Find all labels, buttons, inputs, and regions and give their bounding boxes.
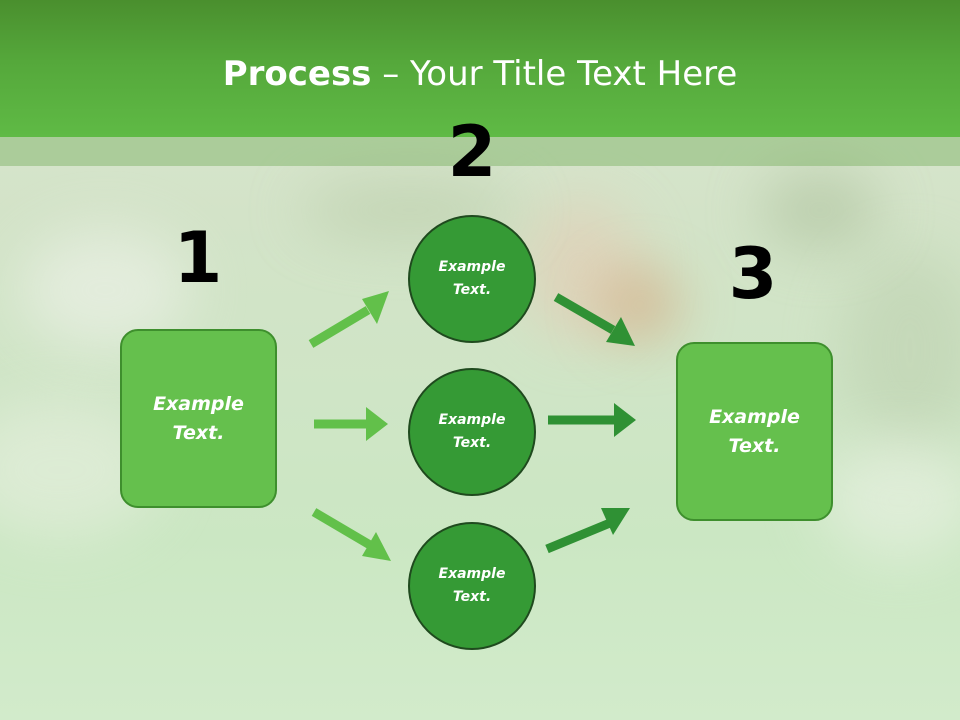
header-band [0, 137, 960, 166]
arrow-from-bottom-circle [545, 508, 630, 554]
slide-title: Process – Your Title Text Here [0, 52, 960, 96]
title-rest: – Your Title Text Here [371, 54, 738, 94]
arrow-to-bottom-circle [311, 508, 391, 561]
background-blur [820, 440, 960, 560]
arrow-from-middle-circle [548, 403, 636, 437]
process-circle-top-text: Example Text. [438, 259, 506, 298]
process-circle-middle: Example Text. [408, 368, 536, 496]
process-circle-bottom-text: Example Text. [438, 566, 506, 605]
title-bold: Process [222, 54, 372, 94]
process-box-right-text: Example Text. [709, 405, 800, 457]
background-blur [760, 170, 880, 250]
step-number-1: 1 [173, 217, 223, 299]
process-box-left-text: Example Text. [153, 392, 244, 444]
header-bar [0, 0, 960, 137]
process-circle-bottom: Example Text. [408, 522, 536, 650]
step-number-2: 2 [447, 111, 497, 193]
process-box-right: Example Text. [676, 342, 833, 521]
arrow-to-middle-circle [314, 407, 388, 441]
background-blur [840, 250, 960, 450]
arrow-to-top-circle [308, 291, 389, 348]
process-box-left: Example Text. [120, 329, 277, 508]
step-number-3: 3 [728, 233, 778, 315]
process-circle-top: Example Text. [408, 215, 536, 343]
arrow-from-top-circle [553, 293, 635, 346]
process-circle-middle-text: Example Text. [438, 412, 506, 451]
